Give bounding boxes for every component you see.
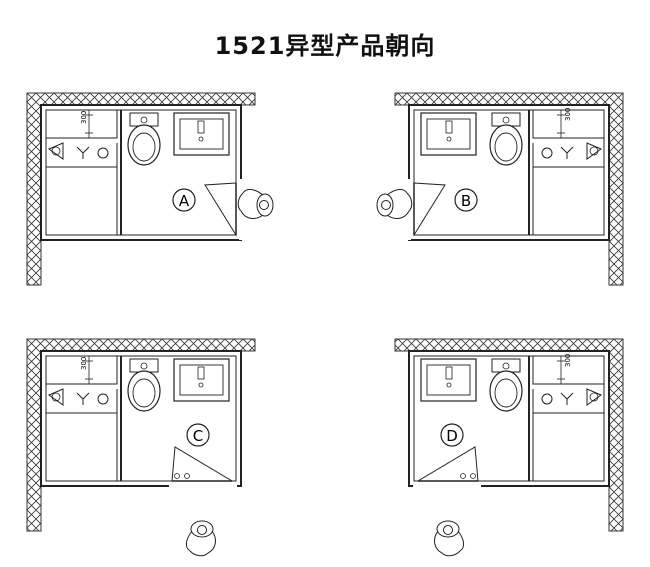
unit-b (376, 92, 624, 286)
orientation-label-d: D (446, 427, 458, 445)
orientation-label-c: C (193, 427, 203, 445)
orientation-label-a: A (179, 192, 190, 210)
dimension-label-b: 300 (564, 108, 572, 121)
dimension-label-c: 300 (80, 357, 88, 370)
dimension-label-a: 300 (80, 111, 88, 124)
dimension-label-d: 300 (564, 354, 572, 367)
orientation-marker-d (440, 423, 464, 447)
orientation-marker-b (454, 188, 478, 212)
orientation-marker-c (186, 423, 210, 447)
orientation-marker-a (172, 188, 196, 212)
orientation-label-b: B (461, 192, 471, 210)
page-title: 1521异型产品朝向 (214, 32, 436, 60)
unit-c: 300 C (26, 338, 256, 557)
unit-a: 300 A (26, 92, 274, 286)
unit-d (394, 338, 624, 557)
